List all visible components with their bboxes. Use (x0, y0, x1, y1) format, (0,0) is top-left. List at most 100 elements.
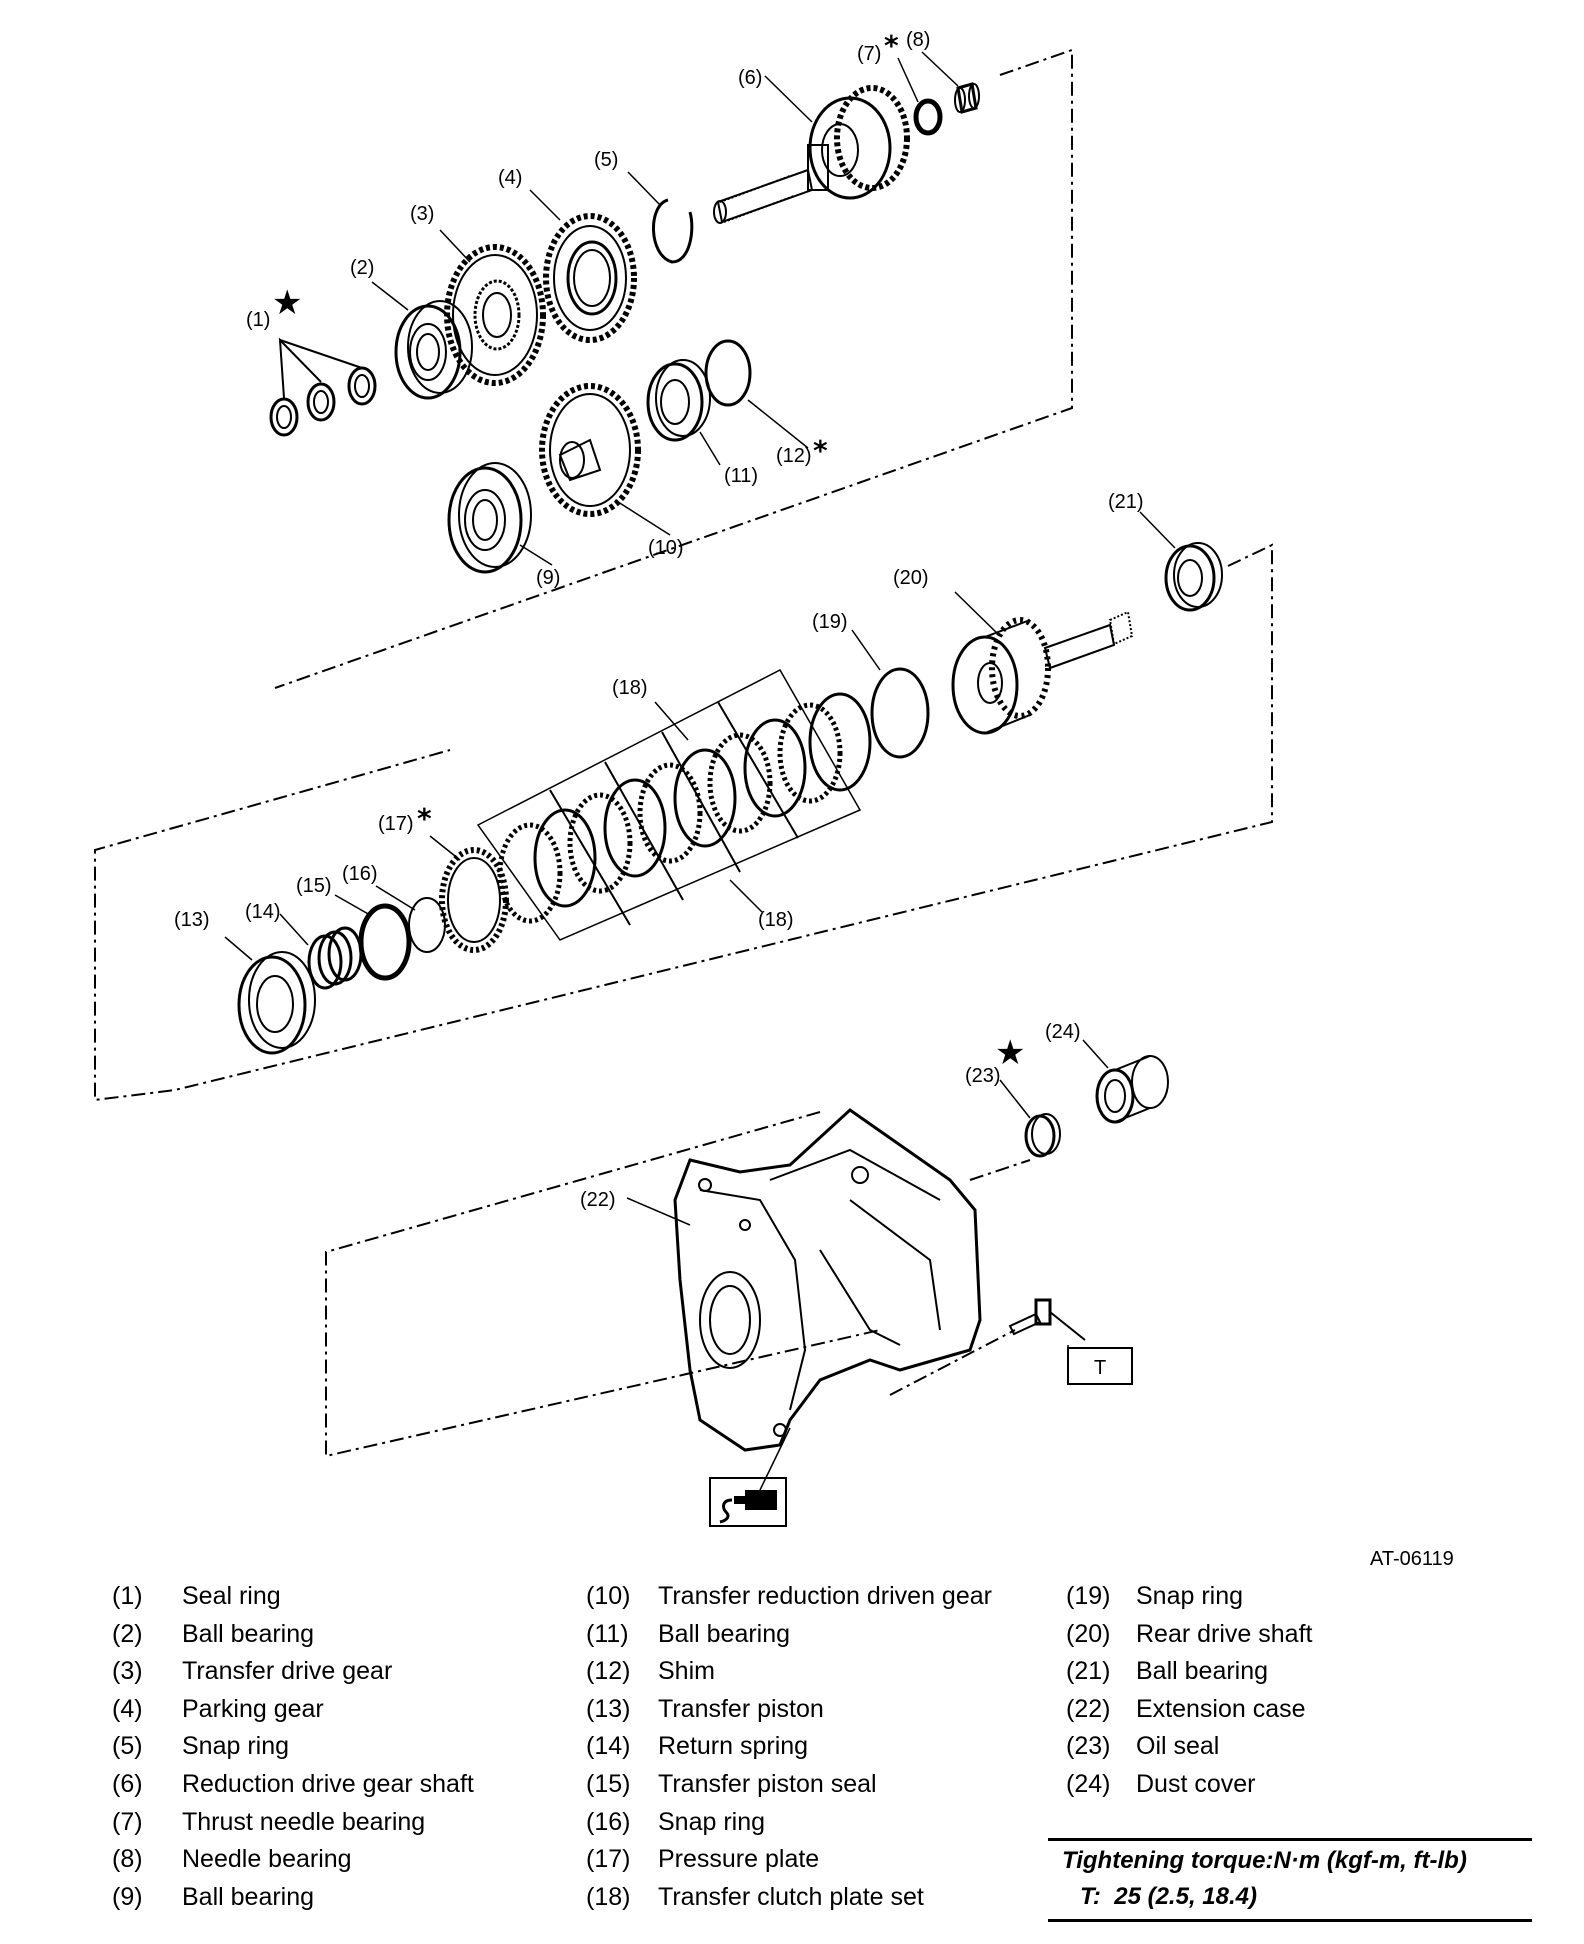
legend-item: (24) Dust cover (1066, 1766, 1312, 1804)
legend-name: Ball bearing (182, 1882, 315, 1911)
callout-19: (19) (812, 611, 848, 633)
legend-name: Extension case (1136, 1694, 1306, 1723)
ball-bearing-part (1164, 542, 1223, 612)
star-icon: ★ (995, 1033, 1025, 1073)
legend-name: Dust cover (1136, 1769, 1256, 1798)
ball-bearing-part (394, 300, 473, 400)
legend-name: Ball bearing (658, 1619, 791, 1648)
callout-22: (22) (580, 1189, 616, 1211)
callout-14: (14) (245, 901, 281, 923)
legend-name: Seal ring (182, 1582, 281, 1610)
legend-number: (1) (112, 1582, 143, 1610)
legend-item: (3) Transfer drive gear (112, 1653, 474, 1691)
legend-number: (11) (586, 1619, 629, 1648)
legend-number: (13) (586, 1694, 631, 1723)
legend-item: (22)Extension case (1066, 1691, 1312, 1729)
oil-seal-part (1024, 1113, 1061, 1158)
legend-number: (2) (112, 1619, 143, 1648)
liquid-gasket-icon (719, 1490, 777, 1524)
legend-name: Snap ring (1136, 1582, 1244, 1610)
legend-item: (9) Ball bearing (112, 1879, 474, 1917)
callout-6: (6) (738, 67, 762, 89)
transfer-drive-gear-part (444, 244, 546, 386)
ball-bearing-part (646, 359, 711, 442)
torque-row: T: 25 (2.5, 18.4) (1048, 1883, 1532, 1919)
legend-name: Pressure plate (658, 1845, 820, 1874)
legend-number: (16) (586, 1807, 631, 1836)
callout-24: (24) (1045, 1021, 1081, 1043)
legend-name: Transfer piston (658, 1694, 824, 1723)
leader-lines (224, 51, 1176, 1491)
bolt-part (1008, 1298, 1086, 1341)
legend-item: (1) Seal ring (112, 1578, 474, 1616)
legend-number: (9) (112, 1882, 143, 1911)
callout-15: (15) (296, 875, 332, 897)
legend-name: Needle bearing (182, 1845, 352, 1874)
legend-name: Snap ring (182, 1732, 290, 1761)
legend-item: (18)Transfer clutch plate set (586, 1879, 992, 1917)
callout-1: (1) (246, 309, 270, 331)
legend-item: (10) Transfer reduction driven gear (586, 1578, 992, 1616)
legend-item: (12) Shim (586, 1653, 992, 1691)
torque-spec-table: Tightening torque:N·m (kgf-m, ft-lb) T: … (1048, 1838, 1532, 1922)
legend-number: (3) (112, 1657, 143, 1686)
legend-name: Shim (658, 1657, 715, 1686)
legend-number: (18) (586, 1882, 631, 1911)
assembly-frame-upper (274, 48, 1073, 689)
legend-item: (19)Snap ring (1066, 1578, 1312, 1616)
legend-item: (7)Thrust needle bearing (112, 1804, 474, 1842)
legend-item: (13) Transfer piston (586, 1691, 992, 1729)
legend-name: Transfer drive gear (182, 1657, 393, 1686)
asterisk-icon: * (813, 434, 828, 467)
legend-number: (4) (112, 1694, 143, 1723)
snap-ring-part (652, 198, 694, 264)
callout-18-top: (18) (612, 677, 648, 699)
reduction-drive-gear-shaft-part (713, 85, 910, 224)
sealant-symbol-box (709, 1477, 787, 1527)
legend-item: (17)Pressure plate (586, 1841, 992, 1879)
legend-name: Transfer reduction driven gear (658, 1582, 992, 1610)
legend-item: (20)Rear drive shaft (1066, 1616, 1312, 1654)
legend-name: Snap ring (658, 1807, 766, 1836)
legend-number: (21) (1066, 1657, 1111, 1686)
legend-number: (10) (586, 1582, 631, 1610)
callout-5: (5) (594, 149, 618, 171)
torque-tag-label: T (1094, 1357, 1106, 1379)
callout-13: (13) (174, 909, 210, 931)
torque-title: Tightening torque:N·m (kgf-m, ft-lb) (1062, 1847, 1467, 1874)
callout-20: (20) (893, 567, 929, 589)
asterisk-icon: * (417, 802, 432, 835)
asterisk-icon: * (884, 29, 899, 62)
legend-number: (24) (1066, 1769, 1111, 1798)
pressure-plate-part (439, 847, 509, 953)
callout-9: (9) (536, 567, 560, 589)
callout-4: (4) (498, 167, 522, 189)
legend-number: (12) (586, 1657, 631, 1686)
callout-10: (10) (648, 537, 684, 559)
dust-cover-part (1095, 1055, 1169, 1124)
callout-17: (17) (378, 813, 414, 835)
torque-bottom-rule (1048, 1919, 1532, 1922)
callout-11: (11) (724, 465, 758, 487)
legend-name: Rear drive shaft (1136, 1619, 1313, 1648)
legend-column-3: (19)Snap ring (20)Rear drive shaft (21)B… (1066, 1578, 1312, 1804)
torque-value: 25 (2.5, 18.4) (1114, 1883, 1257, 1910)
transfer-piston-seal-part (358, 903, 412, 981)
legend-item: (14)Return spring (586, 1728, 992, 1766)
transfer-clutch-plate-set-part (476, 669, 872, 941)
legend-item: (15)Transfer piston seal (586, 1766, 992, 1804)
legend-item: (6)Reduction drive gear shaft (112, 1766, 474, 1804)
torque-top-rule (1048, 1838, 1532, 1841)
legend-number: (7) (112, 1807, 143, 1836)
legend-item: (2)Ball bearing (112, 1616, 474, 1654)
ball-bearing-part (447, 462, 532, 574)
transfer-reduction-driven-gear-part (539, 383, 641, 517)
legend-name: Reduction drive gear shaft (182, 1769, 474, 1798)
snap-ring-part (408, 897, 446, 953)
callout-2: (2) (350, 257, 374, 279)
legend-column-1: (1)Seal ring (2)Ball bearing (3)Transfer… (112, 1578, 474, 1916)
return-spring-part (307, 926, 363, 990)
extension-case-part (673, 1108, 982, 1452)
transfer-piston-part (237, 951, 316, 1055)
